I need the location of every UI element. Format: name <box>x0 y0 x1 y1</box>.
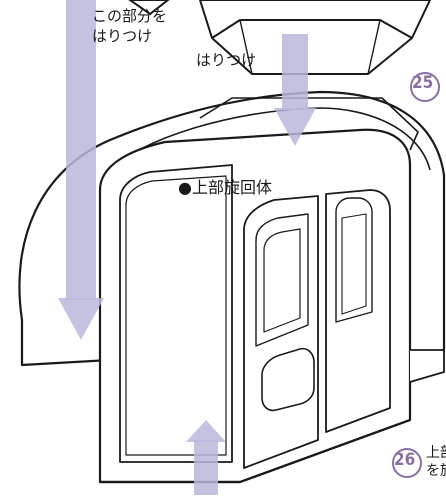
step-26-ring <box>392 448 422 478</box>
arrow-down-roof <box>274 34 316 146</box>
step-26-text: 上部 を旋 <box>426 445 446 479</box>
step-25-ring <box>410 72 440 102</box>
label-upper-swing-body: ●上部旋回体 <box>178 178 272 197</box>
arrow-up-bottom <box>186 420 226 495</box>
cab-body <box>98 128 445 484</box>
step-26-number: 26 <box>394 450 416 470</box>
small-part <box>128 0 170 16</box>
roof-panel <box>199 0 431 75</box>
label-attach-this-part: この部分を はりつけ <box>92 7 168 45</box>
step-25-number: 25 <box>412 73 434 93</box>
arrow-down-left <box>58 0 104 340</box>
label-attach: はりつけ <box>196 51 257 69</box>
attach-arrows <box>58 0 316 495</box>
